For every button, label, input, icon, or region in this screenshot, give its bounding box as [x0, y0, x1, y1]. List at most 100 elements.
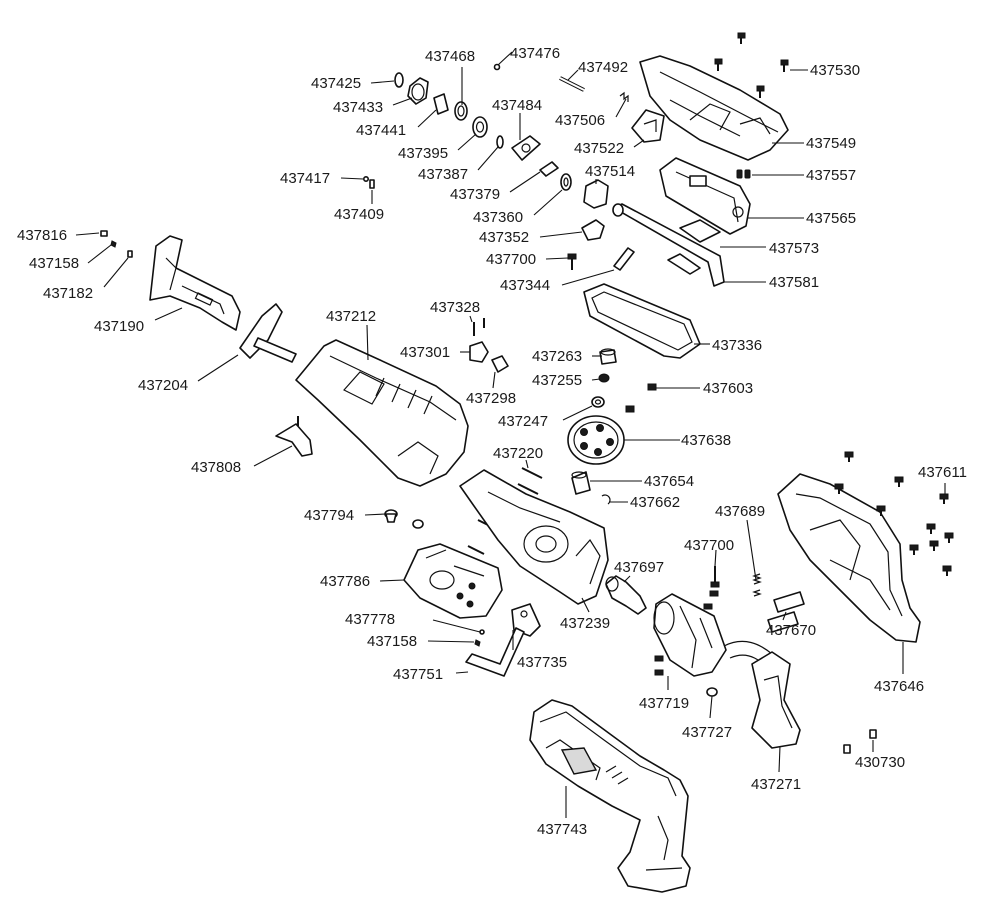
- label-437263: 437263: [532, 348, 582, 365]
- shoe-437204: [239, 303, 297, 363]
- pin-430730a: [843, 744, 851, 754]
- label-437670: 437670: [766, 622, 816, 639]
- screws-437603: [625, 383, 657, 413]
- part-labels: 437425 437468 437476 437492 437530 43743…: [17, 45, 967, 838]
- label-437247: 437247: [498, 413, 548, 430]
- label-437379: 437379: [450, 186, 500, 203]
- spring-437557b: [744, 169, 751, 179]
- o-ring-437425: [394, 72, 404, 88]
- gasket-437336: [583, 283, 701, 359]
- bearing-437468: [454, 101, 468, 121]
- label-437476: 437476: [510, 45, 560, 62]
- switch-wiring-437271: [723, 640, 801, 749]
- motor-437719: [653, 593, 727, 697]
- label-437271: 437271: [751, 776, 801, 793]
- gear-437638: [567, 415, 625, 465]
- label-437581: 437581: [769, 274, 819, 291]
- label-437700b: 437700: [684, 537, 734, 554]
- screw-motor-b: [654, 669, 664, 676]
- label-437433: 437433: [333, 99, 383, 116]
- label-437158b: 437158: [367, 633, 417, 650]
- label-437719: 437719: [639, 695, 689, 712]
- washer-437247: [591, 396, 605, 408]
- label-437336: 437336: [712, 337, 762, 354]
- label-430730: 430730: [855, 754, 905, 771]
- cap-437263: [599, 349, 617, 365]
- label-437344: 437344: [500, 277, 550, 294]
- clip-437301: [469, 341, 489, 363]
- handle-housing-437743: [529, 699, 691, 893]
- block-437298: [491, 355, 509, 373]
- bearing-cluster: [362, 63, 572, 191]
- label-437743: 437743: [537, 821, 587, 838]
- label-437468: 437468: [425, 48, 475, 65]
- lever-plate-437735: [511, 603, 541, 637]
- spring-437360: [560, 173, 572, 191]
- label-437417: 437417: [280, 170, 330, 187]
- screws-437530: [714, 32, 789, 98]
- label-437662: 437662: [630, 494, 680, 511]
- label-437395: 437395: [398, 145, 448, 162]
- label-437492: 437492: [578, 59, 628, 76]
- label-437654: 437654: [644, 473, 694, 490]
- label-437387: 437387: [418, 166, 468, 183]
- bushing-437654: [571, 471, 591, 495]
- spring-437158b: [474, 639, 481, 647]
- label-437808: 437808: [191, 459, 241, 476]
- label-437190: 437190: [94, 318, 144, 335]
- label-437441: 437441: [356, 122, 406, 139]
- label-437182: 437182: [43, 285, 93, 302]
- label-437255: 437255: [532, 372, 582, 389]
- front-housing-437212: [295, 339, 469, 487]
- pin-437476: [493, 63, 501, 71]
- pin-437778: [479, 629, 485, 635]
- spring-437557a: [736, 169, 743, 179]
- screw-motor-a: [654, 655, 664, 662]
- label-437484: 437484: [492, 97, 542, 114]
- label-437514: 437514: [585, 163, 635, 180]
- nut-437816: [100, 230, 108, 237]
- bracket-437352: [581, 219, 605, 241]
- screw-motor-c: [709, 590, 719, 597]
- label-437425: 437425: [311, 75, 361, 92]
- label-437549: 437549: [806, 135, 856, 152]
- label-437557: 437557: [806, 167, 856, 184]
- label-437530: 437530: [810, 62, 860, 79]
- label-437204: 437204: [138, 377, 188, 394]
- label-437646: 437646: [874, 678, 924, 695]
- label-437328: 437328: [430, 299, 480, 316]
- blade-key-437808: [275, 423, 313, 457]
- pin-437409: [369, 179, 375, 189]
- shoe-bracket-437190: [149, 235, 241, 331]
- label-437735: 437735: [517, 654, 567, 671]
- label-437158a: 437158: [29, 255, 79, 272]
- gearbox-housing-437239: [459, 469, 609, 605]
- label-437565: 437565: [806, 210, 856, 227]
- label-437573: 437573: [769, 240, 819, 257]
- clamp-437522: [631, 109, 665, 143]
- guide-block-437565: [659, 157, 751, 235]
- shoe-plate-437786: [403, 543, 503, 619]
- clip-437662: [601, 494, 611, 505]
- label-437506: 437506: [555, 112, 605, 129]
- leader-lines: [75, 51, 946, 818]
- label-437751: 437751: [393, 666, 443, 683]
- spring-437689: [752, 573, 762, 597]
- block-437514: [583, 179, 609, 209]
- gear-housing-437549: [639, 55, 789, 161]
- lever-437751: [465, 627, 525, 677]
- label-437522: 437522: [574, 140, 624, 157]
- pin-437182: [127, 250, 133, 258]
- plate-437484: [511, 135, 541, 161]
- label-437220: 437220: [493, 445, 543, 462]
- slide-437670: [767, 591, 805, 633]
- ring-437387: [496, 135, 504, 149]
- label-437794: 437794: [304, 507, 354, 524]
- label-437603: 437603: [703, 380, 753, 397]
- knob-437794: [384, 509, 424, 529]
- label-437727: 437727: [682, 724, 732, 741]
- ball-437417: [362, 176, 369, 183]
- washer-437255: [598, 373, 610, 383]
